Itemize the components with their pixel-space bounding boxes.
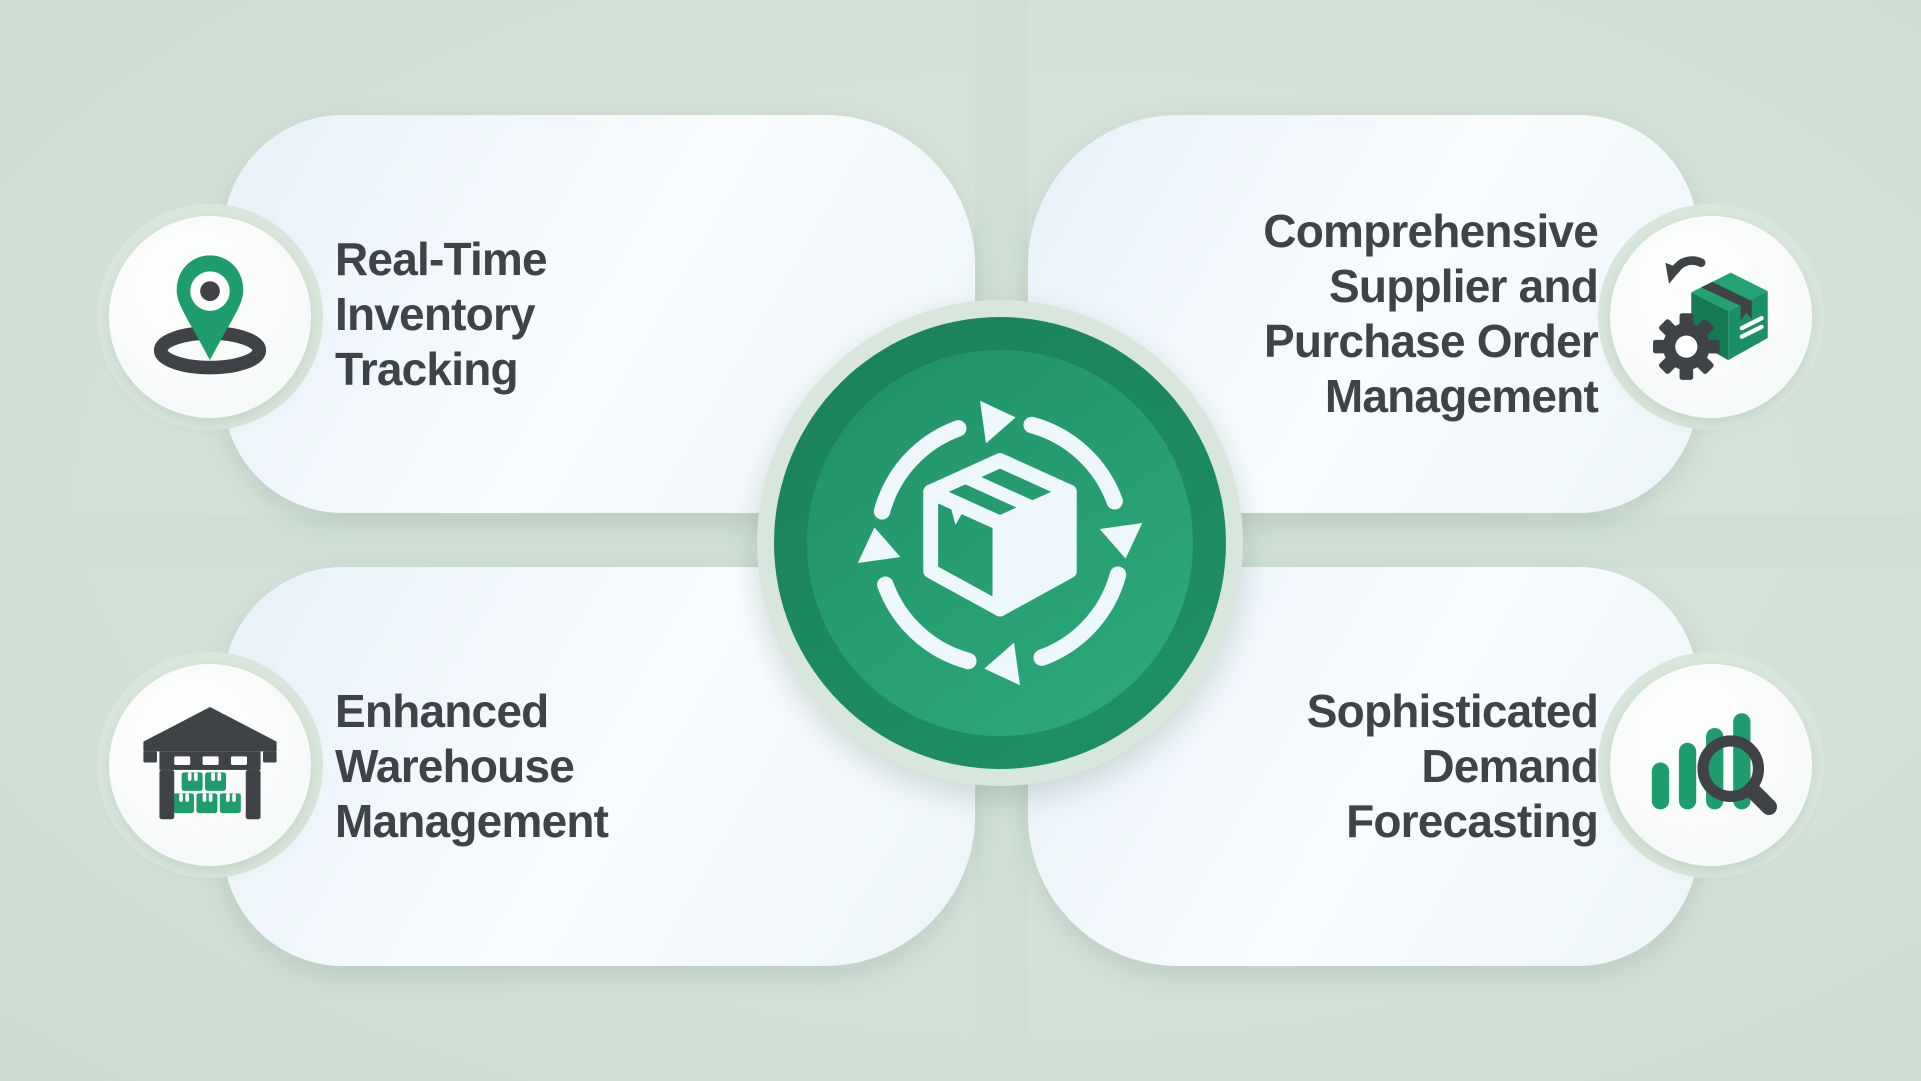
package-box-glyph xyxy=(923,453,1077,617)
bar-chart-magnifier-badge xyxy=(1598,652,1824,878)
package-cycle-icon xyxy=(835,378,1165,708)
card-title-line: Enhanced xyxy=(335,685,549,737)
icon-disc xyxy=(109,664,311,866)
card-title-line: Real-Time xyxy=(335,232,548,285)
card-title-line: Forecasting xyxy=(1346,795,1599,847)
bar-chart-magnifier-icon xyxy=(1651,713,1777,815)
card-title: Real-Time Inventory Tracking xyxy=(335,232,548,397)
magnifier-glyph xyxy=(1697,735,1777,815)
card-title-line: Purchase Order xyxy=(1264,315,1599,367)
location-pin-badge xyxy=(97,204,323,430)
box-gear-icon xyxy=(1653,256,1768,380)
warehouse-icon xyxy=(143,707,277,820)
central-hub xyxy=(757,300,1243,786)
card-title-line: Sophisticated xyxy=(1306,685,1599,737)
location-pin-icon xyxy=(153,255,267,375)
icon-disc xyxy=(1610,664,1812,866)
icon-disc xyxy=(1610,216,1812,418)
card-title-line: Warehouse xyxy=(335,740,575,792)
card-title-line: Inventory xyxy=(335,287,536,340)
card-title-line: Management xyxy=(1324,370,1599,422)
card-title: Comprehensive Supplier and Purchase Orde… xyxy=(1263,204,1599,424)
warehouse-badge xyxy=(97,652,323,878)
hub-inner-circle xyxy=(807,350,1193,736)
warehouse-structure-glyph xyxy=(143,707,277,820)
card-title-line: Management xyxy=(335,795,609,847)
stacked-boxes-glyph xyxy=(173,772,241,814)
hub-outer-circle xyxy=(774,317,1226,769)
box-gear-badge xyxy=(1598,204,1824,430)
card-title-line: Comprehensive xyxy=(1263,205,1599,257)
card-title: Enhanced Warehouse Management xyxy=(335,684,609,849)
gear-glyph xyxy=(1653,313,1720,380)
card-title: Sophisticated Demand Forecasting xyxy=(1306,684,1599,849)
icon-disc xyxy=(109,216,311,418)
card-title-line: Supplier and xyxy=(1329,260,1599,312)
card-title-line: Tracking xyxy=(335,342,519,395)
card-title-line: Demand xyxy=(1421,740,1598,792)
